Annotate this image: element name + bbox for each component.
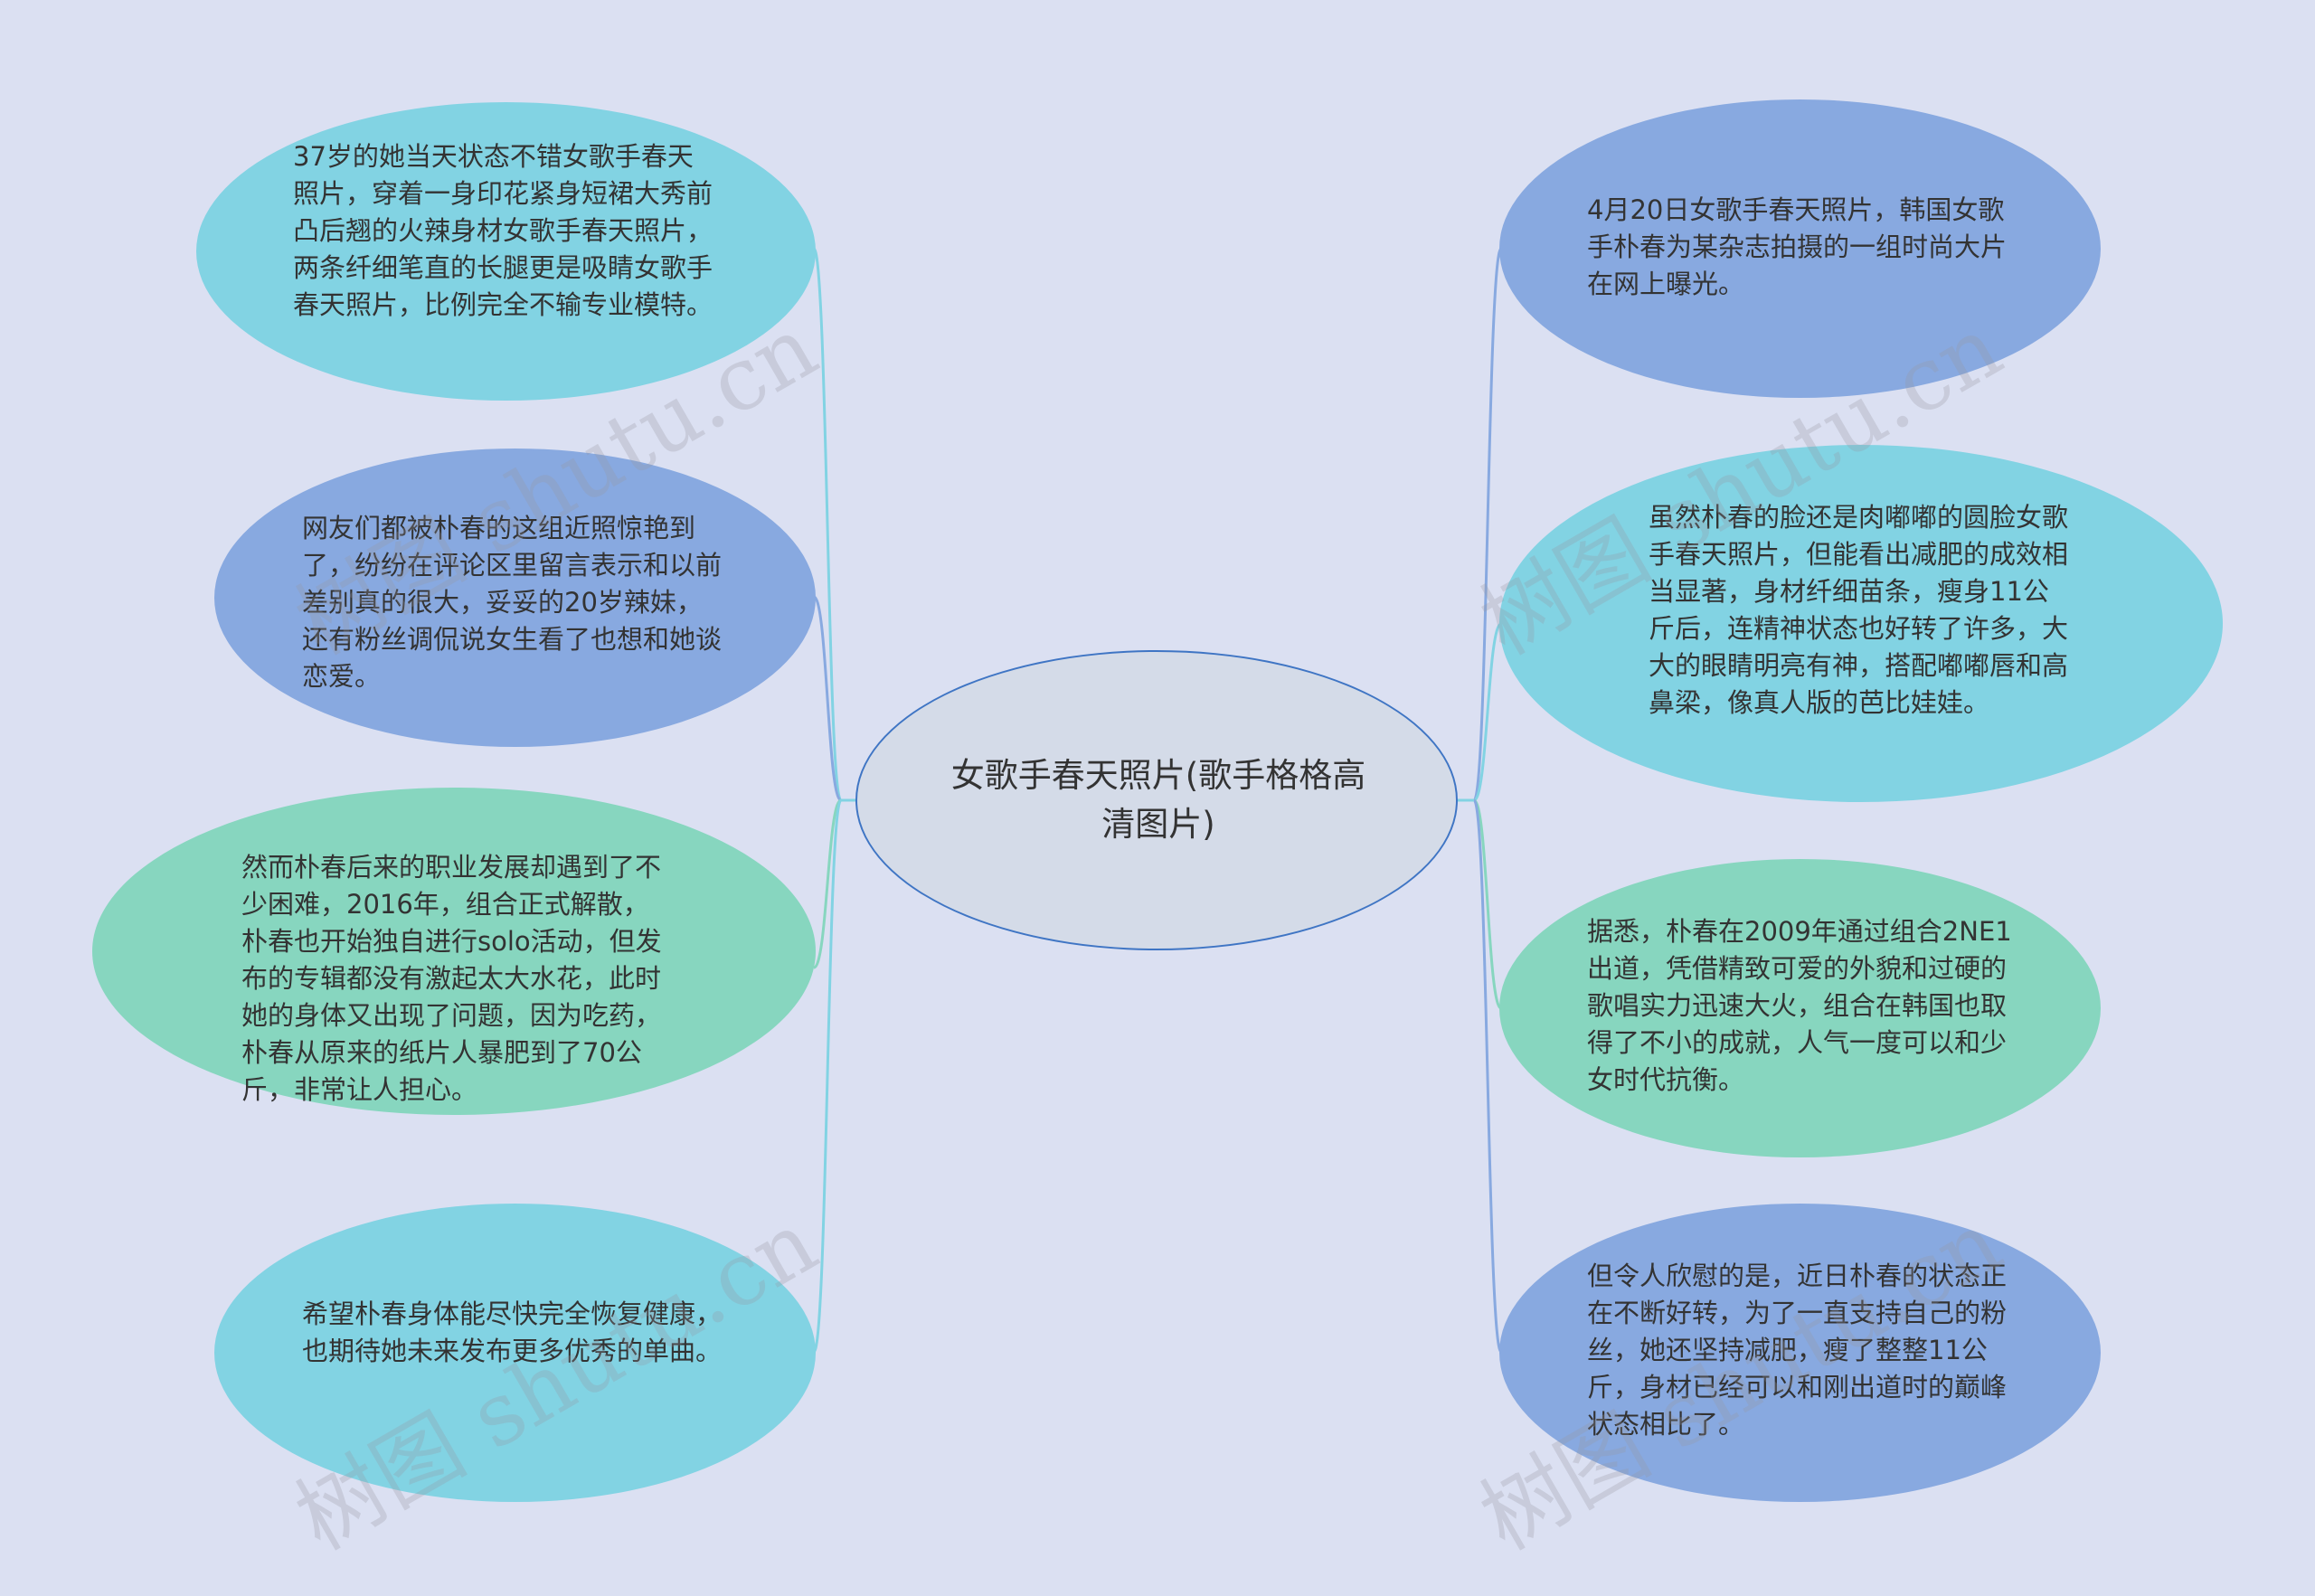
left-node-4[interactable]: 希望朴春身体能尽快完全恢复健康，也期待她未来发布更多优秀的单曲。 xyxy=(214,1204,816,1502)
left-node-1[interactable]: 37岁的她当天状态不错女歌手春天照片，穿着一身印花紧身短裙大秀前凸后翘的火辣身材… xyxy=(196,102,816,401)
right-node-1[interactable]: 4月20日女歌手春天照片，韩国女歌手朴春为某杂志拍摄的一组时尚大片在网上曝光。 xyxy=(1499,99,2101,398)
left-node-2-text: 网友们都被朴春的这组近照惊艳到了，纷纷在评论区里留言表示和以前差别真的很大，妥妥… xyxy=(302,513,723,692)
right-node-2[interactable]: 虽然朴春的脸还是肉嘟嘟的圆脸女歌手春天照片，但能看出减肥的成效相当显著，身材纤细… xyxy=(1499,445,2223,802)
right-node-4-text: 但令人欣慰的是，近日朴春的状态正在不断好转，为了一直支持自己的粉丝，她还坚持减肥… xyxy=(1587,1261,2008,1440)
connector-right-4 xyxy=(1472,798,1503,1354)
connector-right-2 xyxy=(1472,622,1503,802)
center-topic[interactable]: 女歌手春天照片(歌手格格高清图片) xyxy=(855,650,1458,950)
right-node-3-text: 据悉，朴春在2009年通过组合2NE1出道，凭借精致可爱的外貌和过硬的歌唱实力迅… xyxy=(1587,916,2012,1095)
left-node-2[interactable]: 网友们都被朴春的这组近照惊艳到了，纷纷在评论区里留言表示和以前差别真的很大，妥妥… xyxy=(214,449,816,747)
right-node-1-text: 4月20日女歌手春天照片，韩国女歌手朴春为某杂志拍摄的一组时尚大片在网上曝光。 xyxy=(1587,194,2008,299)
connector-left-1 xyxy=(812,247,843,802)
center-topic-label: 女歌手春天照片(歌手格格高清图片) xyxy=(950,756,1366,844)
connector-left-2 xyxy=(812,595,843,802)
right-node-4[interactable]: 但令人欣慰的是，近日朴春的状态正在不断好转，为了一直支持自己的粉丝，她还坚持减肥… xyxy=(1499,1204,2101,1502)
left-node-3[interactable]: 然而朴春后来的职业发展却遇到了不少困难，2016年，组合正式解散，朴春也开始独自… xyxy=(92,788,816,1115)
connector-left-4 xyxy=(812,798,843,1354)
left-node-1-text: 37岁的她当天状态不错女歌手春天照片，穿着一身印花紧身短裙大秀前凸后翘的火辣身材… xyxy=(293,141,713,320)
right-node-2-text: 虽然朴春的脸还是肉嘟嘟的圆脸女歌手春天照片，但能看出减肥的成效相当显著，身材纤细… xyxy=(1649,502,2069,718)
right-node-3[interactable]: 据悉，朴春在2009年通过组合2NE1出道，凭借精致可爱的外貌和过硬的歌唱实力迅… xyxy=(1499,859,2101,1157)
connector-left-3 xyxy=(812,798,843,969)
left-node-4-text: 希望朴春身体能尽快完全恢复健康，也期待她未来发布更多优秀的单曲。 xyxy=(302,1299,723,1366)
connector-right-3 xyxy=(1472,798,1503,1010)
left-node-3-text: 然而朴春后来的职业发展却遇到了不少困难，2016年，组合正式解散，朴春也开始独自… xyxy=(241,852,662,1105)
connector-right-1 xyxy=(1472,247,1503,802)
